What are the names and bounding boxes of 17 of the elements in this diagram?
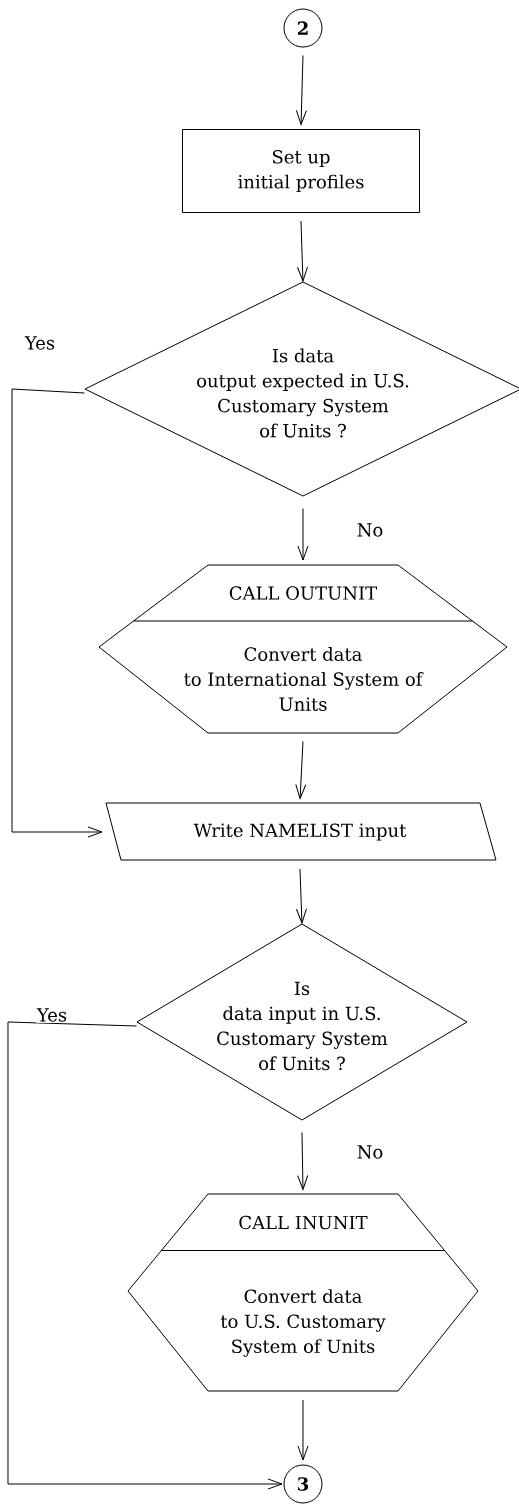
preparation-hexagon: CALL OUTUNIT Convert data to International System of Units bbox=[98, 564, 508, 734]
arrow bbox=[11, 388, 103, 838]
arrow bbox=[295, 55, 307, 126]
input-output-parallelogram: Write NAMELIST input bbox=[105, 802, 497, 861]
arrow bbox=[297, 1132, 309, 1190]
edge-label: Yes bbox=[23, 335, 57, 351]
process-box: Set up initial profiles bbox=[182, 129, 420, 213]
edge-label: Yes bbox=[35, 1007, 69, 1023]
arrow bbox=[297, 1399, 309, 1461]
edge-label: No bbox=[355, 1144, 385, 1160]
arrow bbox=[295, 868, 307, 924]
arrow bbox=[295, 741, 307, 800]
arrow bbox=[297, 508, 309, 561]
edge-label: No bbox=[355, 522, 385, 538]
preparation-hexagon: CALL INUNIT Convert data to U.S. Customary System of Units bbox=[127, 1193, 479, 1392]
arrow bbox=[297, 220, 308, 282]
arrow bbox=[7, 1021, 283, 1490]
